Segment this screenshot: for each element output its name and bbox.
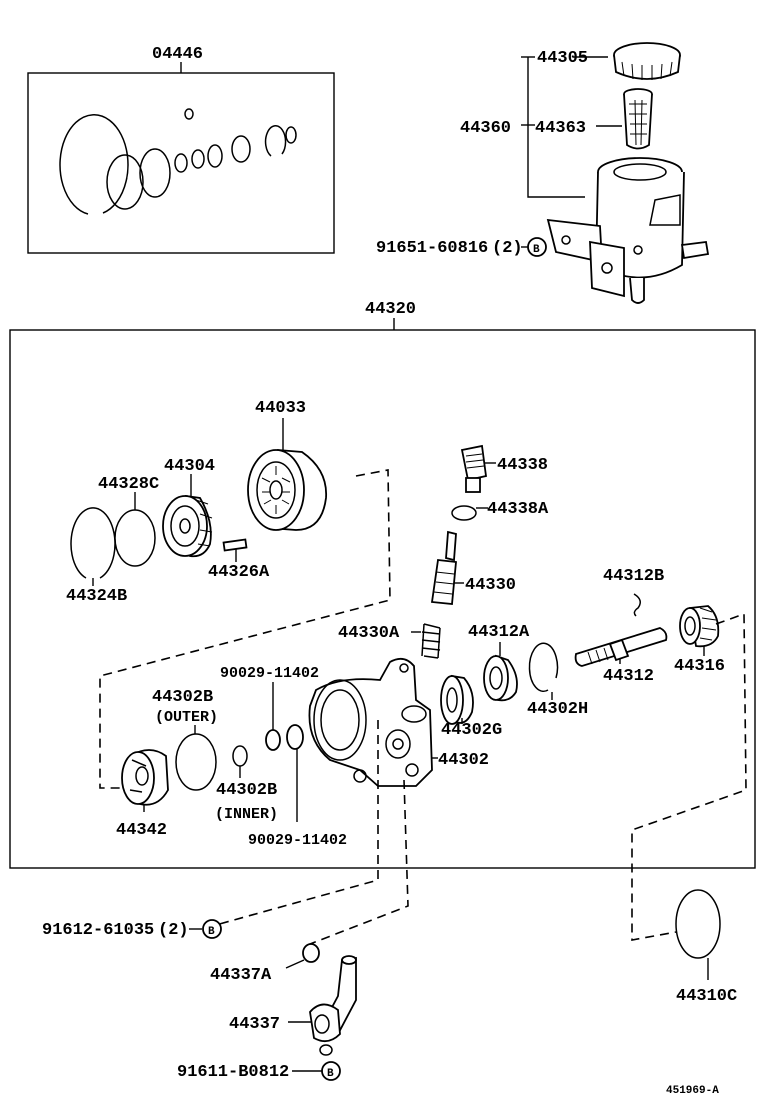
label-valve: 44330 <box>465 576 516 595</box>
label-snap-ring-b: 44312B <box>603 567 664 586</box>
valve-spring-group: 44330A <box>338 623 441 659</box>
label-union-oring: 44338A <box>487 500 549 519</box>
union-group: 44338 44338A <box>451 444 549 521</box>
inner-oring-group: 44302B (INNER) <box>215 745 278 823</box>
kit-group: 04446 <box>27 45 335 254</box>
callout-circle-3 <box>321 1061 341 1081</box>
label-inner-note: (INNER) <box>215 806 278 823</box>
gasket-group: 44310C <box>675 889 737 1006</box>
reservoir-group: 44305 44360 44363 91651-60816 (2) B <box>376 42 710 304</box>
kit-frame <box>27 72 335 254</box>
label-valve-spring: 44330A <box>338 624 400 643</box>
label-rear-housing: 44342 <box>116 821 167 840</box>
callout-circle <box>527 237 547 257</box>
label-union-gasket: 44337A <box>210 966 272 985</box>
shaft-group: 44312 <box>574 627 668 686</box>
snap-ring-h-group: 44302H <box>527 642 588 719</box>
label-pulley: 44033 <box>255 399 306 418</box>
label-outer-oring: 44302B <box>152 688 213 707</box>
label-seal: 44316 <box>674 657 725 676</box>
label-shaft: 44312 <box>603 667 654 686</box>
label-outer-note: (OUTER) <box>155 709 218 726</box>
label-reservoir-bolt-qty: (2) <box>492 239 523 258</box>
label-union-pipe: 44337 <box>229 1015 280 1034</box>
housing-group: 44302 <box>308 657 489 787</box>
oring-90029-group: 90029-11402 90029-11402 <box>220 665 347 849</box>
label-cam-ring-oring: 44328C <box>98 475 159 494</box>
outer-oring-group: 44302B (OUTER) <box>152 688 218 791</box>
pump-frame <box>9 329 756 869</box>
label-rotor: 44304 <box>164 457 215 476</box>
label-reservoir-cap: 44305 <box>537 49 588 68</box>
figure-code: 451969-A <box>666 1085 719 1097</box>
label-pin: 44326A <box>208 563 270 582</box>
label-pipe-bolt: 91611-B0812 <box>177 1063 289 1082</box>
label-mount-bolt-qty: (2) <box>158 921 189 940</box>
callout-label-2: B <box>208 926 215 938</box>
label-oring-shaft: 44302G <box>441 721 502 740</box>
label-pump-assy: 44320 <box>365 300 416 319</box>
snap-ring-b-group: 44312B <box>603 567 664 617</box>
label-bearing: 44312A <box>468 623 530 642</box>
union-pipe-group: 44337A 44337 <box>210 943 357 1056</box>
pump-assembly-group: 44320 <box>9 300 756 869</box>
oring-44302g-group: 44302G <box>440 674 502 740</box>
pipe-bolt-group: 91611-B0812 B <box>177 1061 341 1082</box>
label-oring-a: 90029-11402 <box>220 665 319 682</box>
label-gasket-c: 44310C <box>676 987 737 1006</box>
callout-label: B <box>533 244 540 256</box>
bearing-group: 44312A <box>468 623 530 702</box>
label-kit: 04446 <box>152 45 203 64</box>
label-union: 44338 <box>497 456 548 475</box>
callout-label-3: B <box>327 1068 334 1080</box>
label-mount-bolt: 91612-61035 <box>42 921 154 940</box>
label-housing: 44302 <box>438 751 489 770</box>
label-inner-oring: 44302B <box>216 781 277 800</box>
seal-group: 44316 <box>674 605 725 676</box>
dashed-guides <box>99 469 747 945</box>
valve-group: 44330 <box>430 530 516 605</box>
label-snap-ring-h: 44302H <box>527 700 588 719</box>
label-reservoir-bolt: 91651-60816 <box>376 239 488 258</box>
label-snap-ring: 44324B <box>66 587 127 606</box>
mount-bolt-group: 91612-61035 (2) B <box>42 919 222 940</box>
oring-44328c-group: 44328C <box>98 475 159 567</box>
label-strainer: 44363 <box>535 119 586 138</box>
pulley-group: 44033 <box>247 399 327 531</box>
label-oring-b: 90029-11402 <box>248 832 347 849</box>
snap-ring-group: 44324B <box>66 507 127 606</box>
rotor-group: 44304 <box>162 457 215 558</box>
callout-circle-2 <box>202 919 222 939</box>
pin-group: 44326A <box>208 538 270 582</box>
rear-housing-group: 44342 <box>116 749 169 840</box>
label-reservoir-assy: 44360 <box>460 119 511 138</box>
